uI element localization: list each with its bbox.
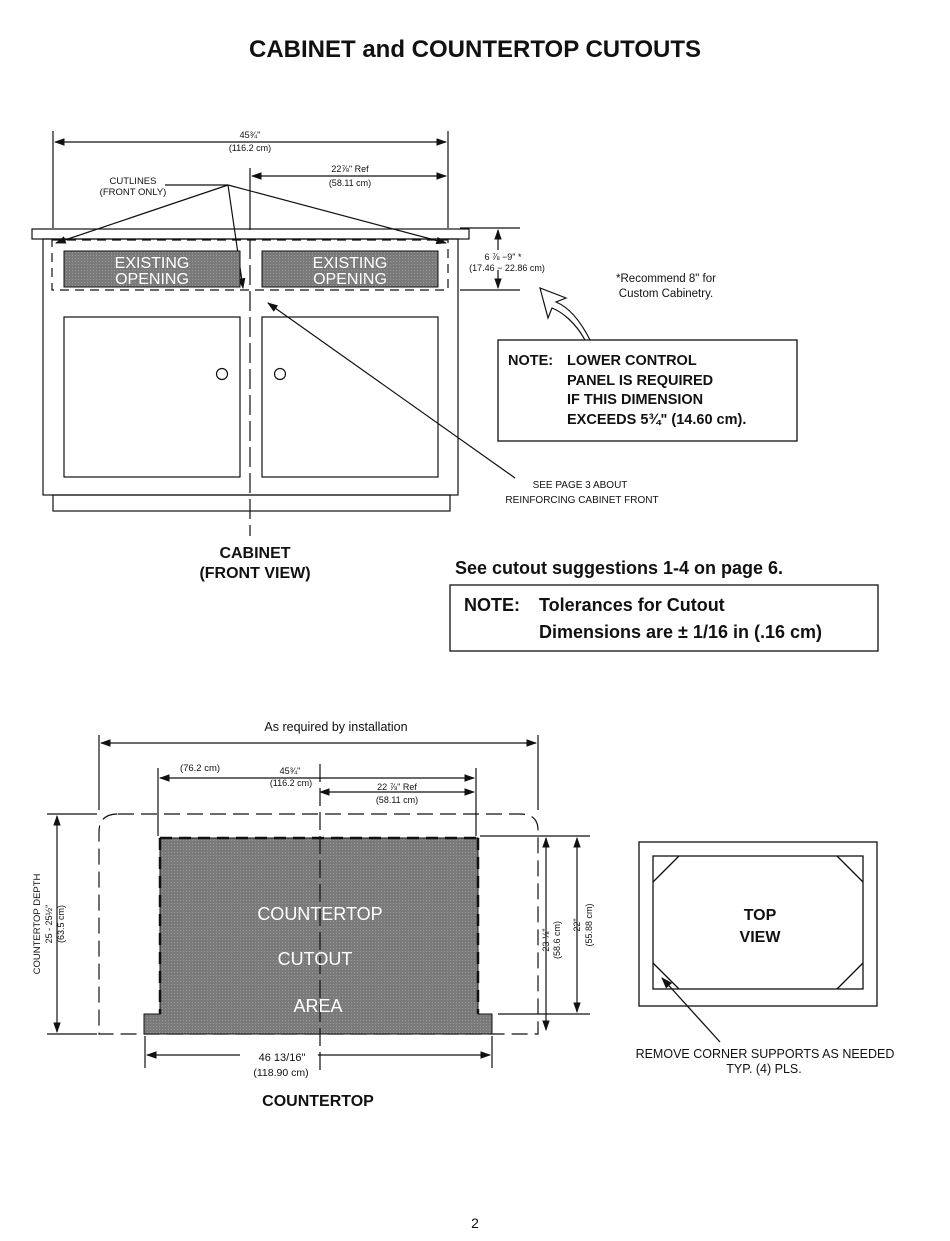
recommend-note-line2: Custom Cabinetry. <box>619 288 713 300</box>
opening-left-line2: OPENING <box>115 271 189 288</box>
recommend-note-line1: *Recommend 8" for <box>616 273 716 285</box>
countertop-dim-ref-cm: (58.11 cm) <box>376 795 418 805</box>
cutout-area-line2: CUTOUT <box>278 949 353 969</box>
control-panel-note-label: NOTE: <box>508 353 553 369</box>
countertop-dim-76: (76.2 cm) <box>180 763 220 774</box>
control-panel-note-box <box>497 339 798 442</box>
cabinet-caption-sub: (FRONT VIEW) <box>199 565 310 582</box>
cutout-dashed-edge <box>158 836 480 1014</box>
existing-opening-left <box>63 250 241 288</box>
see-page-note-line1: SEE PAGE 3 ABOUT <box>533 480 628 491</box>
page-title: CABINET and COUNTERTOP CUTOUTS <box>249 36 701 63</box>
cutout-area-line3: AREA <box>293 996 342 1016</box>
cutlines-label: CUTLINES <box>110 176 157 187</box>
countertop-depth-label: COUNTERTOP DEPTH <box>32 873 43 974</box>
countertop-depth-value: 25 - 25½" <box>44 905 54 944</box>
top-view-label: TOP <box>744 907 777 924</box>
opening-left-line1: EXISTING <box>115 255 190 272</box>
page-number: 2 <box>471 1215 479 1231</box>
remove-supports-note: REMOVE CORNER SUPPORTS AS NEEDED <box>636 1047 895 1061</box>
existing-opening-right <box>261 250 439 288</box>
cabinet-caption: CABINET <box>219 545 290 562</box>
cabinet-dim-ref: 22⅞" Ref <box>331 164 369 174</box>
as-required-label: As required by installation <box>264 720 407 734</box>
countertop-dim-23: 23 ⅛" <box>541 928 551 951</box>
cabinet-dim-ref-cm: (58.11 cm) <box>329 178 371 188</box>
cutout-area-line1: COUNTERTOP <box>257 904 382 924</box>
tolerance-note-box <box>449 584 879 652</box>
tolerance-note-line1: Tolerances for Cutout <box>539 595 725 615</box>
cabinet-dim-height: 6 ⅞ −9" * <box>485 252 522 262</box>
cabinet-dim-height-cm: (17.46 − 22.86 cm) <box>469 263 545 273</box>
top-view-label-sub: VIEW <box>740 929 782 946</box>
countertop-dim-22: 22" <box>572 918 582 931</box>
cabinet-dim-total-cm: (116.2 cm) <box>229 143 271 153</box>
cutout-suggestions-text: See cutout suggestions 1-4 on page 6. <box>455 558 783 578</box>
countertop-dim-22-cm: (55.88 cm) <box>584 903 594 946</box>
cabinet-drawing <box>31 131 591 536</box>
opening-right-line1: EXISTING <box>313 255 388 272</box>
countertop-drawing <box>47 735 590 1068</box>
countertop-caption: COUNTERTOP <box>262 1093 374 1110</box>
see-page-note-line2: REINFORCING CABINET FRONT <box>505 495 658 506</box>
control-panel-note-line1: LOWER CONTROL <box>567 353 697 369</box>
control-panel-note-line4: EXCEEDS 5¾" (14.60 cm). <box>567 412 746 428</box>
countertop-depth-cm: (63.5 cm) <box>56 905 66 943</box>
tolerance-note-label: NOTE: <box>464 595 520 615</box>
countertop-dim-total: 45¾" <box>280 766 301 776</box>
countertop-dim-bottom: 46 13/16" <box>259 1052 306 1064</box>
control-panel-note-line2: PANEL IS REQUIRED <box>567 373 713 389</box>
countertop-dim-total-cm: (116.2 cm) <box>270 778 312 788</box>
opening-right-line2: OPENING <box>313 271 387 288</box>
countertop-dim-bottom-cm: (118.90 cm) <box>253 1067 308 1079</box>
control-panel-note-line3: IF THIS DIMENSION <box>567 392 703 408</box>
remove-supports-note-sub: TYP. (4) PLS. <box>726 1062 802 1076</box>
cabinet-dim-total: 45¾" <box>240 130 261 140</box>
top-view-drawing <box>638 841 878 1043</box>
cutlines-sublabel: (FRONT ONLY) <box>100 187 167 198</box>
countertop-dim-23-cm: (58.6 cm) <box>552 921 562 959</box>
tolerance-note-line2: Dimensions are ± 1/16 in (.16 cm) <box>539 622 822 642</box>
countertop-dim-ref: 22 ⅞" Ref <box>377 782 417 792</box>
